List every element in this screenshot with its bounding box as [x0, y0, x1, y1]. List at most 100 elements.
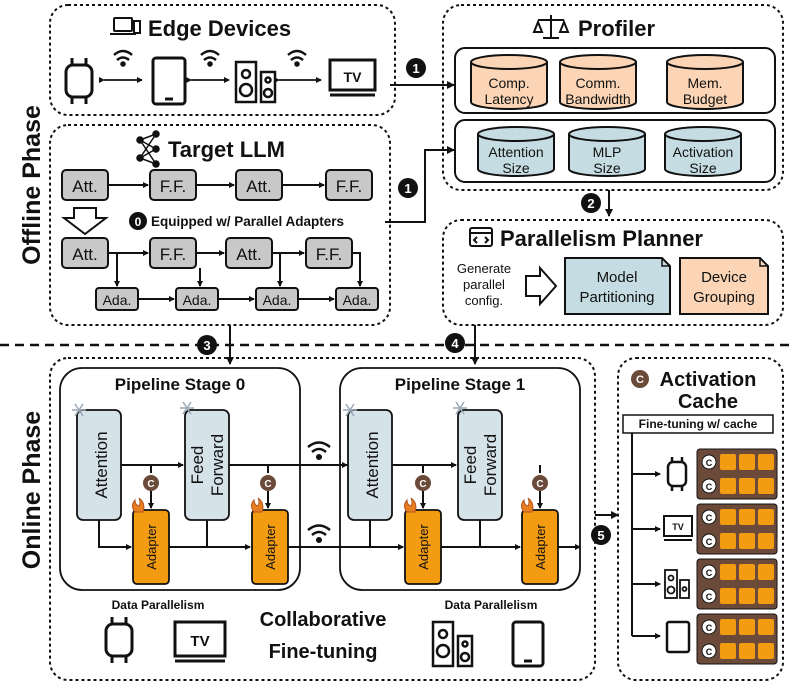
edge-devices-box: [49, 4, 396, 116]
device-grouping-box: Device Grouping: [679, 257, 769, 315]
svg-text:Size: Size: [689, 160, 716, 176]
equipped-label: Equipped w/ Parallel Adapters: [151, 214, 344, 229]
watch-icon: [64, 58, 94, 104]
svg-text:TV: TV: [190, 633, 209, 650]
svg-text:C: C: [636, 374, 644, 386]
stage0-title: Pipeline Stage 0: [115, 375, 245, 394]
data-parallelism-label-left: Data Parallelism: [112, 598, 205, 612]
svg-text:Activation: Activation: [673, 144, 734, 160]
fire-icon: [132, 497, 534, 513]
equip-arrow: [61, 207, 109, 236]
svg-text:TV: TV: [344, 69, 363, 85]
generate-label: Generate: [457, 261, 511, 276]
collab-title-line1: Collaborative: [260, 609, 387, 631]
svg-text:Adapter: Adapter: [144, 524, 159, 570]
svg-text:1: 1: [404, 181, 411, 196]
stage0-feedforward-block: Feed Forward: [184, 409, 230, 521]
cache-grid-4: C C: [696, 613, 778, 665]
speaker-icon: [431, 620, 474, 668]
network-icon: [136, 130, 160, 168]
svg-text:Grouping: Grouping: [693, 289, 755, 306]
mlp-size-db: MLP Size: [568, 126, 646, 177]
svg-text:Size: Size: [593, 160, 620, 176]
generate-label-3: config.: [465, 293, 503, 308]
svg-text:1: 1: [412, 61, 419, 76]
svg-text:4: 4: [451, 336, 459, 351]
llm-row1: Att. F.F. Att. F.F.: [61, 169, 373, 201]
step-5-badge: [591, 525, 611, 545]
svg-text:Device: Device: [701, 269, 747, 286]
svg-text:C: C: [706, 458, 713, 468]
code-window-icon: [469, 227, 493, 247]
planner-hollow-arrow: [525, 265, 558, 307]
svg-text:C: C: [706, 482, 713, 492]
snowflake-icon: [72, 401, 467, 417]
collab-title-line2: Fine-tuning: [269, 641, 378, 663]
watch-icon: [104, 617, 134, 663]
cache-branches: [632, 471, 661, 639]
svg-text:Attention: Attention: [488, 144, 543, 160]
svg-text:Attention: Attention: [92, 431, 111, 498]
generate-label-2: parallel: [463, 277, 505, 292]
stage1-adapter-1: Adapter: [404, 509, 442, 585]
attention-size-db: Attention Size: [477, 126, 555, 177]
tablet-icon: [665, 620, 691, 654]
svg-text:Att.: Att.: [236, 245, 262, 264]
profiler-row2-box: [454, 119, 776, 183]
stage0-adapter-2: Adapter: [251, 509, 289, 585]
cache-grid-2: C C: [696, 503, 778, 555]
llm-to-profiler-arrow: [385, 146, 455, 223]
stage0-adapter-1: Adapter: [132, 509, 170, 585]
svg-text:Size: Size: [502, 160, 529, 176]
speaker-icon: [664, 569, 690, 599]
svg-text:Forward: Forward: [481, 434, 500, 496]
step-0-badge: [129, 212, 147, 230]
cache-badges: C C C C: [143, 475, 548, 491]
svg-text:Model: Model: [597, 269, 638, 286]
mem-budget-db: Mem. Budget: [666, 54, 744, 110]
activation-size-db: Activation Size: [664, 126, 742, 177]
svg-text:C: C: [419, 479, 426, 490]
cache-title-line2: Cache: [678, 391, 738, 413]
svg-text:C: C: [264, 479, 271, 490]
svg-text:Forward: Forward: [208, 434, 227, 496]
stage1-attention-block: Attention: [347, 409, 393, 521]
tablet-icon: [511, 620, 545, 668]
svg-text:Ada.: Ada.: [183, 292, 212, 308]
svg-text:Att.: Att.: [72, 177, 98, 196]
laptop-icon: [110, 17, 141, 35]
step-2-badge: [581, 193, 601, 213]
stage1-adapter-2: Adapter: [521, 509, 559, 585]
tv-icon: TV: [328, 58, 377, 97]
planner-title: Parallelism Planner: [500, 226, 703, 251]
profiler-row1-box: [454, 47, 776, 114]
planner-box: [442, 219, 784, 326]
stage1-feedforward-block: Feed Forward: [457, 409, 503, 521]
comm-bandwidth-db: Comm. Bandwidth: [559, 54, 637, 110]
watch-icon: [666, 457, 688, 491]
svg-text:Feed: Feed: [461, 446, 480, 485]
svg-text:C: C: [706, 513, 713, 523]
tablet-icon: [151, 56, 187, 106]
svg-text:3: 3: [203, 338, 210, 353]
activation-cache-box: [617, 357, 784, 681]
svg-text:C: C: [706, 623, 713, 633]
comp-latency-db: Comp. Latency: [470, 54, 548, 110]
svg-text:MLP: MLP: [593, 144, 622, 160]
svg-text:Latency: Latency: [484, 91, 533, 107]
svg-text:5: 5: [597, 528, 604, 543]
svg-text:Ada.: Ada.: [263, 292, 292, 308]
svg-text:Budget: Budget: [683, 91, 727, 107]
stage1-title: Pipeline Stage 1: [395, 375, 525, 394]
online-phase-label: Online Phase: [18, 411, 46, 569]
svg-text:F.F.: F.F.: [336, 177, 362, 196]
svg-text:C: C: [706, 568, 713, 578]
svg-text:Comm.: Comm.: [575, 75, 620, 91]
svg-text:Adapter: Adapter: [263, 524, 278, 570]
cache-subtitle-box: [622, 414, 774, 434]
offline-phase-label: Offline Phase: [18, 105, 46, 265]
wifi-icon: [113, 49, 307, 67]
target-llm-box: [49, 124, 391, 326]
model-partitioning-box: Model Partitioning: [564, 257, 671, 315]
svg-text:C: C: [147, 479, 154, 490]
